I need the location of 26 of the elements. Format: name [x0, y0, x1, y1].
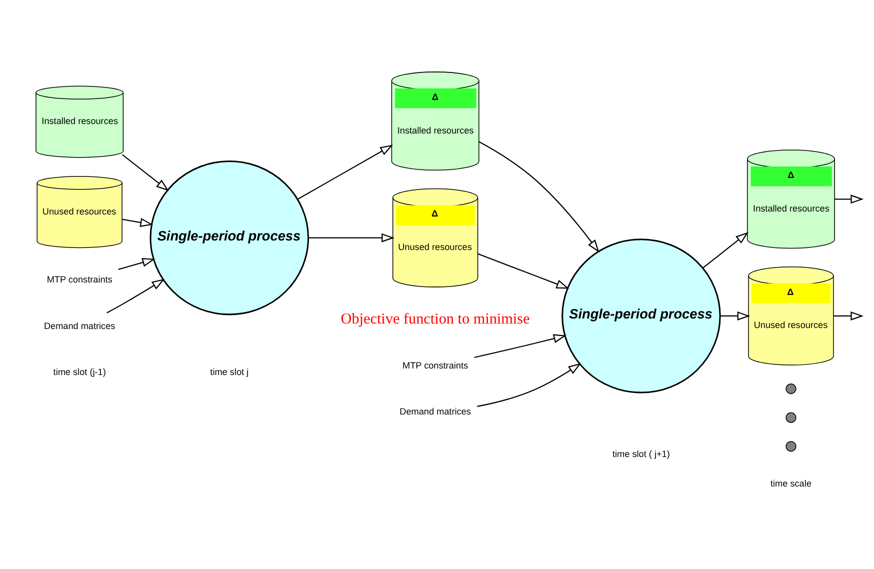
- arrow: [834, 194, 864, 204]
- arrow: [308, 232, 394, 242]
- node-circle: [786, 412, 796, 422]
- arrow: [720, 310, 750, 320]
- node-circle: [786, 440, 796, 452]
- arrow: [477, 362, 582, 407]
- arrow: [297, 144, 393, 200]
- label: Objective function to minimise: [340, 310, 530, 328]
- arrow: [834, 310, 864, 320]
- node-text: Demand matrices: [400, 406, 471, 416]
- arrow: [474, 334, 566, 358]
- label: time slot j: [210, 366, 249, 377]
- arrow: [702, 232, 749, 268]
- label: time slot ( j+1): [612, 448, 670, 459]
- node-circle: [786, 382, 796, 394]
- label: time scale: [770, 478, 812, 488]
- label: time slot (j-1): [53, 366, 106, 377]
- node-text: Demand matrices: [44, 320, 116, 330]
- arrow: [106, 278, 165, 313]
- node-text: MTP constraints: [46, 274, 112, 284]
- arrow: [478, 252, 570, 288]
- arrow: [118, 258, 156, 270]
- node-text: MTP constraints: [402, 360, 468, 370]
- arrow: [122, 218, 154, 226]
- arrow: [478, 140, 600, 252]
- arrow: [122, 154, 169, 191]
